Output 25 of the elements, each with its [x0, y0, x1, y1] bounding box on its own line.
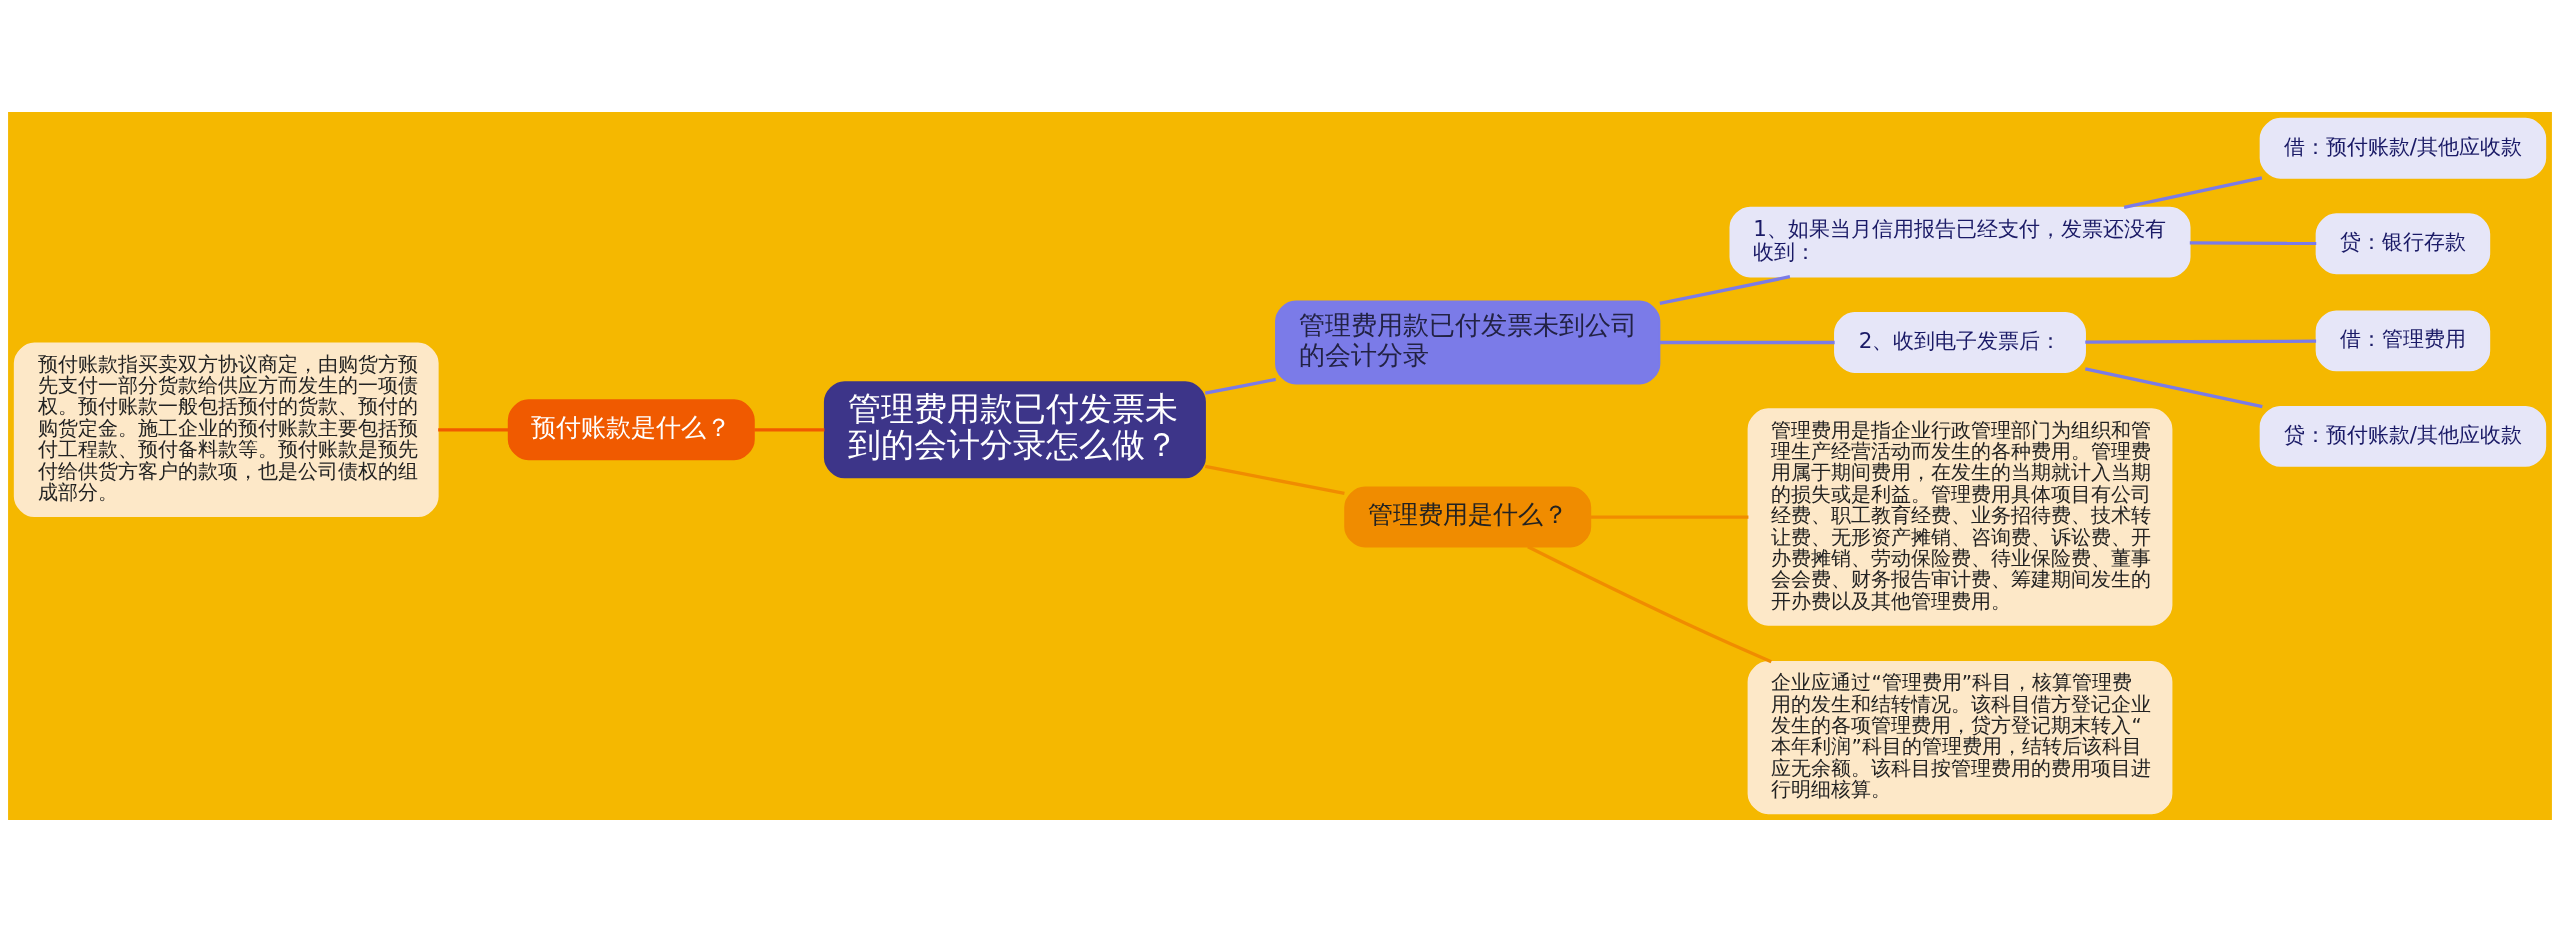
connector [1204, 464, 1345, 495]
node-box: 贷：银行存款 [2315, 212, 2491, 274]
connector [2084, 366, 2263, 408]
node-box: 预付账款是什么？ [507, 398, 755, 460]
connector [1659, 274, 1791, 305]
node-box: 借：预付账款/其他应收款 [2259, 117, 2547, 179]
connector [438, 427, 509, 431]
connector [754, 427, 825, 431]
node-box: 预付账款指买卖双方协议商定，由购货方预先支付一部分货款给供应方而发生的一项债权。预付账款一般包括预付的货款、预付的购货定金。施工企业的预付账款主要包括预付工程款、预付备料款等。预付账款是预先付给供货方客户的款项，也是公司债权的组成部分。 [13, 342, 439, 517]
node-box: 2、收到电子发票后： [1834, 311, 2086, 373]
connector [1527, 544, 1772, 663]
node-box: 借：管理费用 [2315, 309, 2491, 371]
node-box: 1、如果当月信用报告已经支付，发票还没有收到： [1729, 206, 2191, 277]
node-box: 企业应通过“管理费用”科目，核算管理费用的发生和结转情况。该科目借方登记企业发生的各项管理费用，贷方登记期末转入“本年利润”科目的管理费用，结转后该科目应无余额。该科目按管理费用的费用项目进行明细核算。 [1747, 660, 2173, 814]
connector [2123, 175, 2263, 209]
connector [1204, 377, 1276, 395]
connector [2189, 240, 2317, 245]
node-box: 管理费用款已付发票未到公司的会计分录 [1275, 300, 1661, 384]
connector [1659, 340, 1835, 344]
node-box: 贷：预付账款/其他应收款 [2259, 405, 2547, 467]
node-box: 管理费用是什么？ [1344, 486, 1592, 547]
connector [2085, 339, 2317, 344]
node-box: 管理费用是指企业行政管理部门为组织和管理生产经营活动而发生的各种费用。管理费用属于期间费用，在发生的当期就计入当期的损失或是利益。管理费用具体项目有公司经费、职工教育经费、业务招待费、技术转让费、无形资产摊销、咨询费、诉讼费、开办费摊销、劳动保险费、待业保险费、董事会会费、财务报告审计费、筹建期间发生的开办费以及其他管理费用。 [1747, 407, 2173, 626]
connector [1590, 514, 1749, 519]
node-box: 管理费用款已付发票未到的会计分录怎么做？ [823, 380, 1206, 478]
